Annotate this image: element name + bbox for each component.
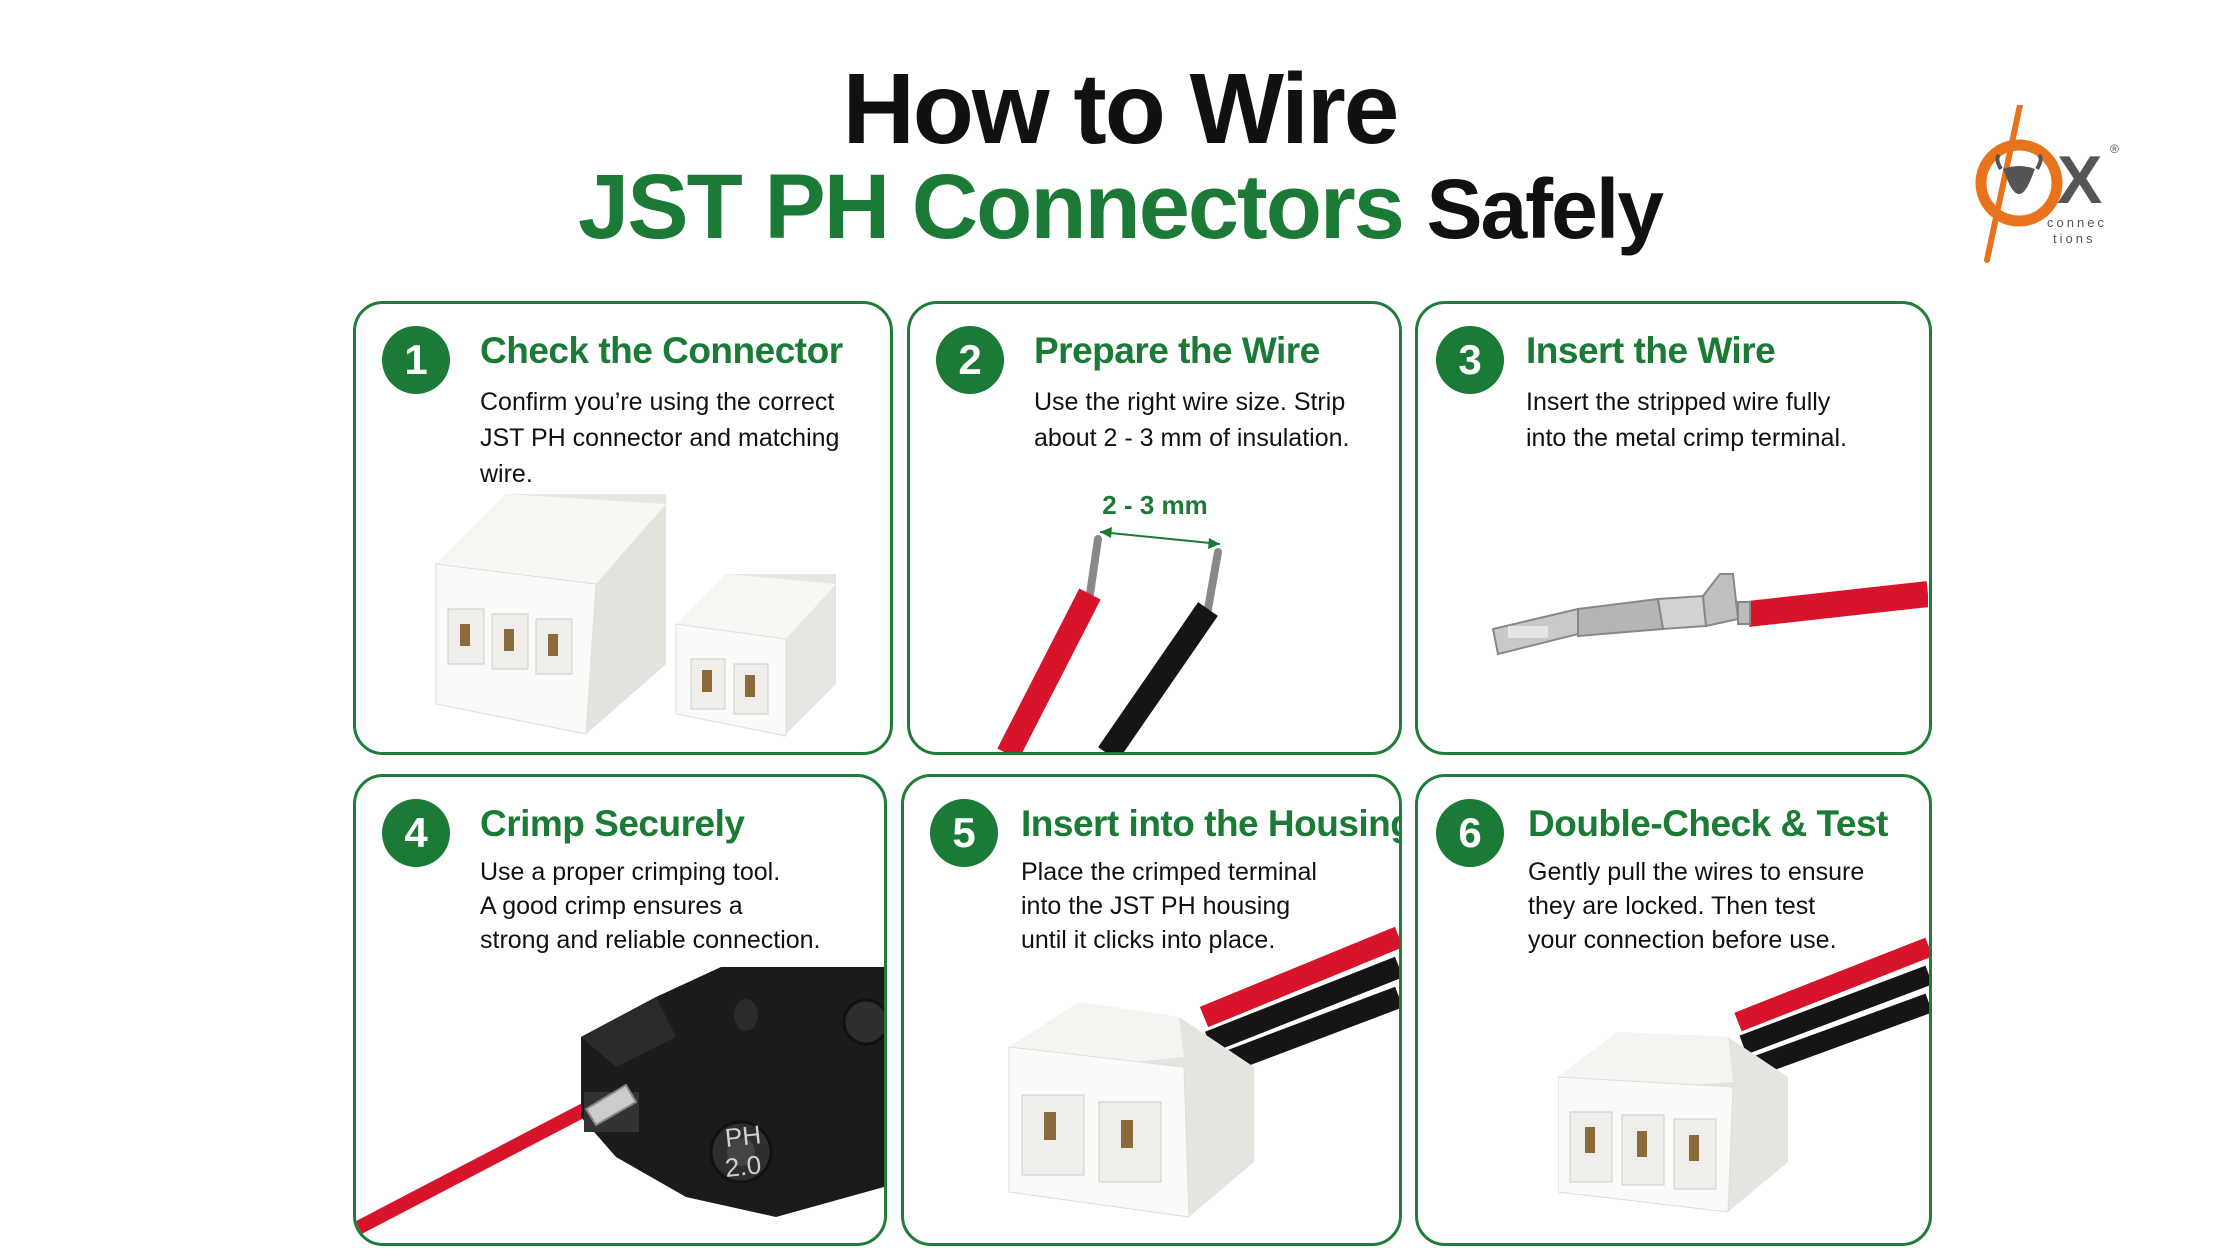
three-pin-housing-icon	[1558, 1032, 1788, 1213]
crimp-terminal-illustration	[1491, 573, 1928, 656]
tool-label-ph: PH	[723, 1119, 762, 1153]
red-wire-icon	[1199, 927, 1399, 1028]
stripped-wires-illustration: 2 - 3 mm	[997, 490, 1222, 752]
title-suffix: Safely	[1426, 162, 1663, 256]
step-title: Check the Connector	[480, 330, 843, 371]
step-title: Insert the Wire	[1526, 330, 1776, 371]
black-wire-icon	[1098, 602, 1218, 752]
step-title: Crimp Securely	[480, 803, 745, 844]
bare-copper-red-icon	[1086, 535, 1102, 598]
step-card-1: 1 Check the Connector Confirm you’re usi…	[353, 301, 893, 755]
step-description: Place the crimped terminal into the JST …	[1021, 858, 1317, 954]
step-card-5: 5 Insert into the Housing Place the crim…	[901, 774, 1402, 1246]
bare-copper-black-icon	[1204, 548, 1222, 613]
step-title: Double-Check & Test	[1528, 803, 1888, 844]
step-card-6: 6 Double-Check & Test Gently pull the wi…	[1415, 774, 1932, 1246]
crimper-jaws-icon	[581, 967, 884, 1217]
title-highlight: JST PH Connectors	[578, 156, 1405, 258]
logo-registered: ®	[2110, 142, 2119, 156]
connection-test-illustration	[1558, 937, 1929, 1213]
logo-ring-icon	[1975, 139, 2063, 227]
step-card-3: 3 Insert the Wire Insert the stripped wi…	[1415, 301, 1932, 755]
tool-label-size: 2.0	[723, 1149, 762, 1183]
measure-label: 2 - 3 mm	[1102, 490, 1208, 520]
step-description: Use a proper crimping tool. A good crimp…	[480, 858, 821, 954]
two-pin-housing-icon	[675, 574, 836, 737]
black-wire-icon	[1739, 965, 1929, 1055]
step-description: Use the right wire size. Strip about 2 -…	[1034, 388, 1350, 452]
black-wire-icon	[1204, 956, 1399, 1053]
step-number-badge: 6	[1436, 799, 1504, 867]
metal-terminal-icon	[584, 1083, 638, 1127]
step-number-badge: 1	[382, 326, 450, 394]
black-wire-icon	[1210, 986, 1399, 1078]
bull-head-icon	[2003, 166, 2035, 194]
red-wire-icon	[1746, 581, 1928, 627]
red-wire-icon	[997, 588, 1101, 752]
step-card-4: 4 Crimp Securely Use a proper crimping t…	[353, 774, 887, 1246]
step-description: Confirm you’re using the correct JST PH …	[480, 388, 840, 488]
housing-insert-illustration	[1008, 927, 1399, 1218]
red-wire-icon	[1734, 937, 1929, 1032]
title-line-1: How to Wire	[842, 53, 1400, 165]
bull-horn-left-icon	[1995, 153, 2003, 171]
step-title: Insert into the Housing	[1021, 803, 1402, 844]
crimping-tool-illustration: PH 2.0	[356, 967, 884, 1236]
step-number-badge: 3	[1436, 326, 1504, 394]
logo-cable-icon	[1984, 105, 2023, 263]
black-wire-icon	[1744, 993, 1929, 1079]
red-wire-icon	[356, 1102, 590, 1236]
title-line-2: JST PH Connectors Safely	[0, 155, 2240, 260]
metal-terminal-icon	[1491, 573, 1751, 656]
step-title: Prepare the Wire	[1034, 330, 1320, 371]
bull-horn-right-icon	[2035, 153, 2043, 171]
jst-connectors-illustration	[435, 494, 836, 737]
logo-sub-2: tions	[2053, 231, 2095, 246]
measure-arrow-icon	[1099, 531, 1221, 545]
step-description: Gently pull the wires to ensure they are…	[1528, 858, 1865, 954]
step-number-badge: 2	[936, 326, 1004, 394]
step-description: Insert the stripped wire fully into the …	[1526, 388, 1847, 452]
brand-logo: X ® connec tions	[1975, 105, 2119, 263]
two-pin-housing-icon	[1008, 1002, 1254, 1218]
three-pin-housing-icon	[435, 494, 666, 735]
logo-sub-1: connec	[2047, 215, 2107, 230]
step-card-2: 2 Prepare the Wire Use the right wire si…	[907, 301, 1402, 755]
step-number-badge: 4	[382, 799, 450, 867]
logo-mark: X	[2057, 142, 2102, 218]
step-number-badge: 5	[930, 799, 998, 867]
